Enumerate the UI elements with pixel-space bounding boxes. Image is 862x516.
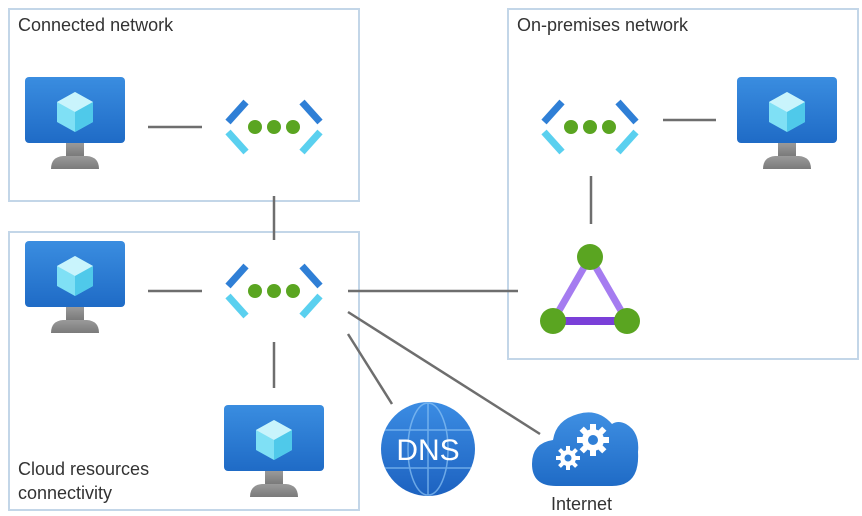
dns-label: DNS xyxy=(396,434,459,467)
on-premises-network-group xyxy=(507,8,859,360)
vm-cloud-left-icon xyxy=(25,241,125,333)
cloud-resources-label-line1: Cloud resources xyxy=(18,459,150,479)
dns-icon: DNS xyxy=(381,402,475,496)
internet-label: Internet xyxy=(551,494,613,514)
vnet-onprem-icon xyxy=(544,102,636,152)
connector-hub-dns xyxy=(346,333,394,405)
cloud-gear-icon xyxy=(532,412,639,486)
connectors xyxy=(148,118,716,436)
vm-onprem-icon xyxy=(737,77,837,169)
cloud-resources-label: Cloud resources connectivity xyxy=(18,457,149,505)
connected-network-label: Connected network xyxy=(18,15,174,35)
vm-connected-icon xyxy=(25,77,125,169)
cloud-resources-group xyxy=(8,231,360,511)
vm-cloud-bottom-icon xyxy=(224,405,324,497)
vpn-gateway-icon xyxy=(540,244,640,334)
connected-network-group xyxy=(8,8,360,202)
vnet-hub-icon xyxy=(228,266,320,316)
connector-hub-internet xyxy=(347,310,541,436)
on-premises-network-label: On-premises network xyxy=(517,15,689,35)
vnet-connected-icon xyxy=(228,102,320,152)
cloud-resources-label-line2: connectivity xyxy=(18,483,113,503)
